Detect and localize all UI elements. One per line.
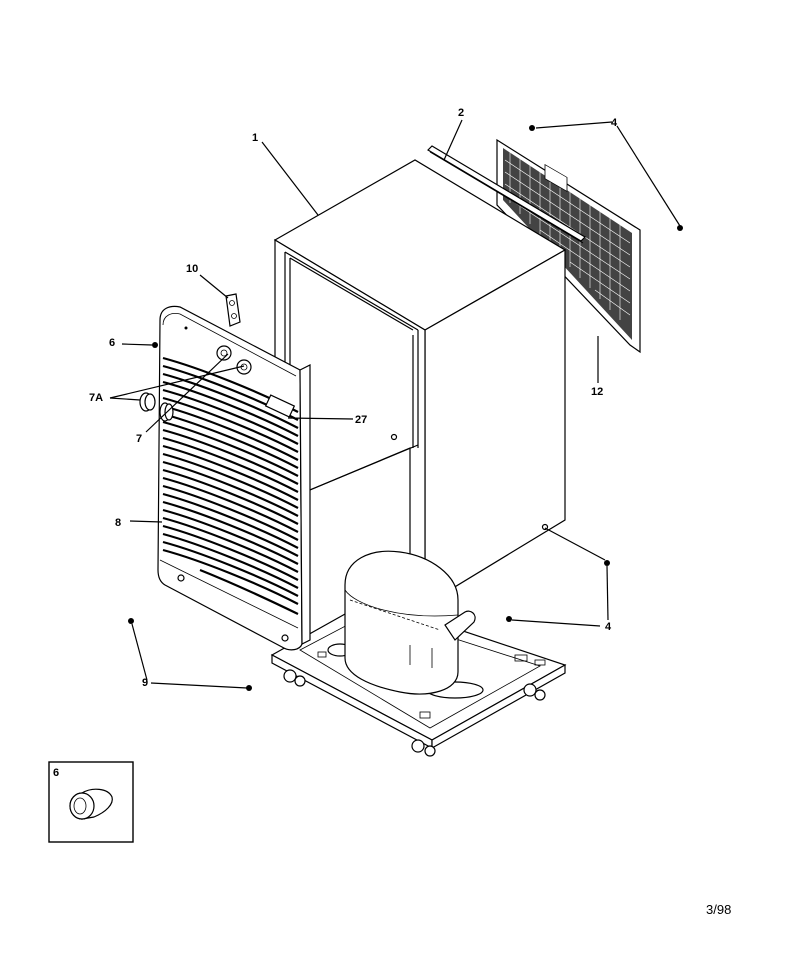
compressor <box>327 550 484 699</box>
screws <box>128 125 683 691</box>
label-part-10: 10 <box>186 263 198 275</box>
cabinet <box>273 159 567 607</box>
label-part-6: 6 <box>109 337 115 349</box>
label-part-8: 8 <box>115 517 121 529</box>
front-panel-side <box>299 364 311 645</box>
inset-label: 6 <box>53 767 59 779</box>
label-part-2: 2 <box>458 107 464 119</box>
page-footer-date: 3/98 <box>706 902 732 917</box>
knob-7a <box>139 392 156 412</box>
rear-grille-panel <box>496 138 641 354</box>
top-strip <box>427 145 586 244</box>
label-part-4-top: 4 <box>611 117 618 129</box>
label-part-27: 27 <box>355 414 367 426</box>
label-part-12: 12 <box>591 386 603 398</box>
label-part-7: 7 <box>136 433 142 445</box>
leader-lines <box>109 119 681 689</box>
label-part-9: 9 <box>142 677 148 689</box>
label-part-4-bottom: 4 <box>605 621 612 633</box>
inset-detail: 6 <box>48 761 134 843</box>
front-panel <box>157 305 303 651</box>
label-part-7a: 7A <box>89 392 103 404</box>
bracket <box>225 293 241 327</box>
part-labels: 1 2 4 4 6 7 7A 8 9 10 12 27 <box>89 107 618 689</box>
label-part-1: 1 <box>252 132 258 144</box>
